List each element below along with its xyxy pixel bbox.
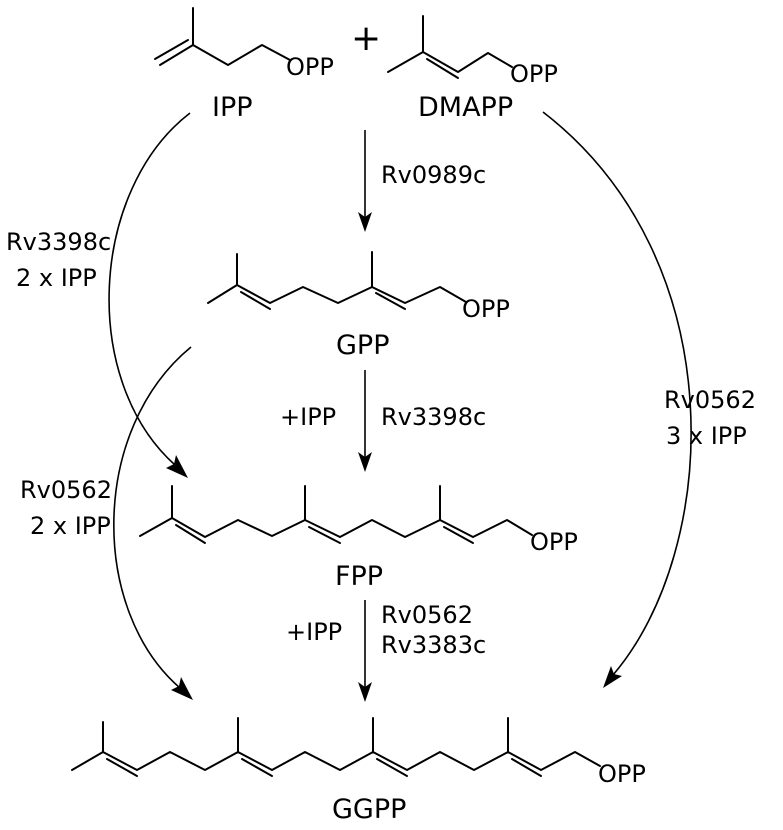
arrow-gpp-to-fpp — [358, 370, 372, 472]
ggpp-label: GGPP — [332, 794, 406, 825]
plus-sign: + — [351, 18, 381, 59]
arrow-gpp-to-ggpp — [113, 346, 193, 700]
dmapp-structure: OPP — [387, 15, 558, 88]
cofactor-gpp-to-fpp: +IPP — [280, 403, 336, 431]
arrow-ipp-to-fpp — [108, 112, 191, 478]
ggpp-structure: OPP — [71, 717, 646, 788]
arrow-dmapp-to-gpp — [358, 130, 372, 232]
cofactor-ipp-to-fpp: 2 x IPP — [16, 264, 97, 292]
cofactor-gpp-to-ggpp: 2 x IPP — [30, 512, 111, 540]
dmapp-label: DMAPP — [418, 92, 513, 123]
gpp-opp-label: OPP — [462, 295, 510, 323]
arrow-fpp-to-ggpp — [358, 600, 372, 702]
cofactor-dmapp-to-ggpp: 3 x IPP — [666, 422, 747, 450]
enzyme-ipp-to-fpp: Rv3398c — [6, 228, 111, 256]
ggpp-opp-label: OPP — [598, 760, 646, 788]
ipp-label: IPP — [212, 92, 253, 123]
arrow-dmapp-to-ggpp — [542, 111, 692, 688]
gpp-label: GPP — [336, 330, 390, 361]
enzyme-rv0989c: Rv0989c — [381, 161, 486, 189]
enzyme-gpp-to-fpp: Rv3398c — [381, 403, 486, 431]
cofactor-fpp-to-ggpp: +IPP — [286, 618, 342, 646]
fpp-structure: OPP — [139, 485, 578, 556]
ipp-structure: OPP — [154, 7, 334, 81]
enzyme-dmapp-to-ggpp: Rv0562 — [664, 386, 756, 414]
fpp-opp-label: OPP — [530, 528, 578, 556]
fpp-label: FPP — [335, 561, 383, 592]
dmapp-opp-label: OPP — [510, 60, 558, 88]
ipp-opp-label: OPP — [286, 53, 334, 81]
enzyme-fpp-to-ggpp-1: Rv0562 — [381, 601, 473, 629]
enzyme-gpp-to-ggpp: Rv0562 — [20, 476, 112, 504]
enzyme-fpp-to-ggpp-2: Rv3383c — [381, 631, 486, 659]
gpp-structure: OPP — [207, 251, 510, 323]
